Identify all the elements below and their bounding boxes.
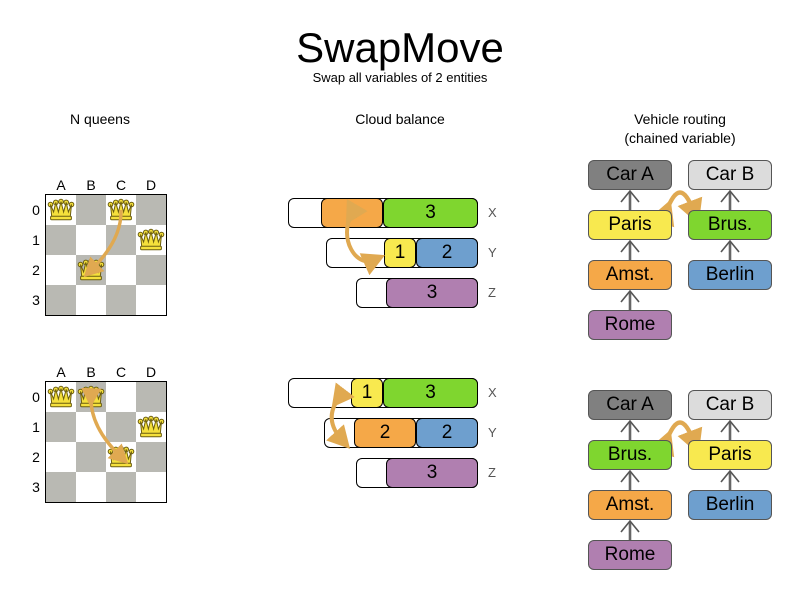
vrp-after-chain-b-box-berlin[interactable]: Berlin	[688, 490, 772, 520]
vrp-after-chain-a-box-rome[interactable]: Rome	[588, 540, 672, 570]
vrp-before-chain-b-box-carb[interactable]: Car B	[688, 160, 772, 190]
cloud-computer-label-z: Z	[488, 465, 496, 480]
column-header-nqueens: N queens	[70, 111, 130, 127]
cloud-computer-label-y: Y	[488, 425, 497, 440]
vrp-before-chain-a-box-paris[interactable]: Paris	[588, 210, 672, 240]
board-cell-D0[interactable]	[135, 194, 166, 225]
board-cell-A3[interactable]	[45, 284, 76, 315]
vrp-after-chain-b-box-carb[interactable]: Car B	[688, 390, 772, 420]
vrp-chain-arrow	[620, 519, 640, 540]
board-cell-D2[interactable]	[135, 254, 166, 285]
cloud-process-z-0[interactable]: 3	[386, 278, 478, 308]
cloud-computer-label-x: X	[488, 385, 497, 400]
vrp-header-line2: (chained variable)	[624, 130, 736, 146]
board-rank-label-1: 1	[32, 232, 40, 248]
board-rank-label-0: 0	[32, 389, 40, 405]
board-rank-label-1: 1	[32, 419, 40, 435]
vrp-before-chain-a-box-rome[interactable]: Rome	[588, 310, 672, 340]
cloud-process-y-0[interactable]: 2	[354, 418, 416, 448]
cloud-computer-label-z: Z	[488, 285, 496, 300]
board-file-label-a: A	[56, 364, 66, 380]
board-rank-label-2: 2	[32, 262, 40, 278]
board-cell-D0[interactable]	[135, 381, 166, 412]
queen-piece-A0[interactable]	[46, 195, 76, 225]
cloud-process-y-0[interactable]: 1	[384, 238, 416, 268]
board-rank-label-2: 2	[32, 449, 40, 465]
cloud-process-y-1[interactable]: 2	[416, 418, 478, 448]
board-file-label-b: B	[86, 364, 96, 380]
board-file-label-c: C	[115, 177, 127, 193]
board-rank-label-0: 0	[32, 202, 40, 218]
vrp-after-chain-a-box-brus[interactable]: Brus.	[588, 440, 672, 470]
vrp-header-line1: Vehicle routing	[634, 111, 726, 127]
board-cell-A3[interactable]	[45, 471, 76, 502]
vrp-chain-arrow	[720, 469, 740, 490]
board-cell-D3[interactable]	[135, 471, 166, 502]
board-cell-A1[interactable]	[45, 411, 76, 442]
vrp-before-chain-b-box-berlin[interactable]: Berlin	[688, 260, 772, 290]
board-cell-C3[interactable]	[105, 471, 136, 502]
vrp-chain-arrow	[620, 469, 640, 490]
vrp-before-chain-a-box-amst[interactable]: Amst.	[588, 260, 672, 290]
board-cell-D2[interactable]	[135, 441, 166, 472]
board-cell-B3[interactable]	[75, 284, 106, 315]
board-file-label-b: B	[86, 177, 96, 193]
cloud-process-y-1[interactable]: 2	[416, 238, 478, 268]
vrp-before-chain-a-box-cara[interactable]: Car A	[588, 160, 672, 190]
queen-piece-A0[interactable]	[46, 382, 76, 412]
cloud-computer-label-y: Y	[488, 245, 497, 260]
vrp-swap-arrow	[649, 420, 703, 458]
cloud-computer-label-x: X	[488, 205, 497, 220]
vrp-after-chain-a-box-cara[interactable]: Car A	[588, 390, 672, 420]
board-cell-A1[interactable]	[45, 224, 76, 255]
board-rank-label-3: 3	[32, 479, 40, 495]
board-file-label-a: A	[56, 177, 66, 193]
cloud-process-z-0[interactable]: 3	[386, 458, 478, 488]
board-cell-D3[interactable]	[135, 284, 166, 315]
vrp-chain-arrow	[720, 419, 740, 440]
cloud-process-x-1[interactable]: 3	[383, 378, 478, 408]
board-file-label-c: C	[115, 364, 127, 380]
board-rank-label-3: 3	[32, 292, 40, 308]
board-cell-A2[interactable]	[45, 254, 76, 285]
board-file-label-d: D	[145, 364, 157, 380]
vrp-after-chain-b-box-paris[interactable]: Paris	[688, 440, 772, 470]
page-title: SwapMove	[296, 24, 504, 71]
board-cell-B3[interactable]	[75, 471, 106, 502]
queen-piece-D1[interactable]	[136, 412, 166, 442]
vrp-chain-arrow	[620, 419, 640, 440]
board-cell-A2[interactable]	[45, 441, 76, 472]
column-header-cloud-balance: Cloud balance	[355, 111, 445, 127]
vrp-after-chain-a-box-amst[interactable]: Amst.	[588, 490, 672, 520]
vrp-before-chain-b-box-brus[interactable]: Brus.	[688, 210, 772, 240]
page-subtitle: Swap all variables of 2 entities	[312, 70, 488, 85]
board-file-label-d: D	[145, 177, 157, 193]
column-header-vehicle-routing: Vehicle routing (chained variable)	[580, 110, 780, 148]
queen-piece-D1[interactable]	[136, 225, 166, 255]
board-cell-C3[interactable]	[105, 284, 136, 315]
